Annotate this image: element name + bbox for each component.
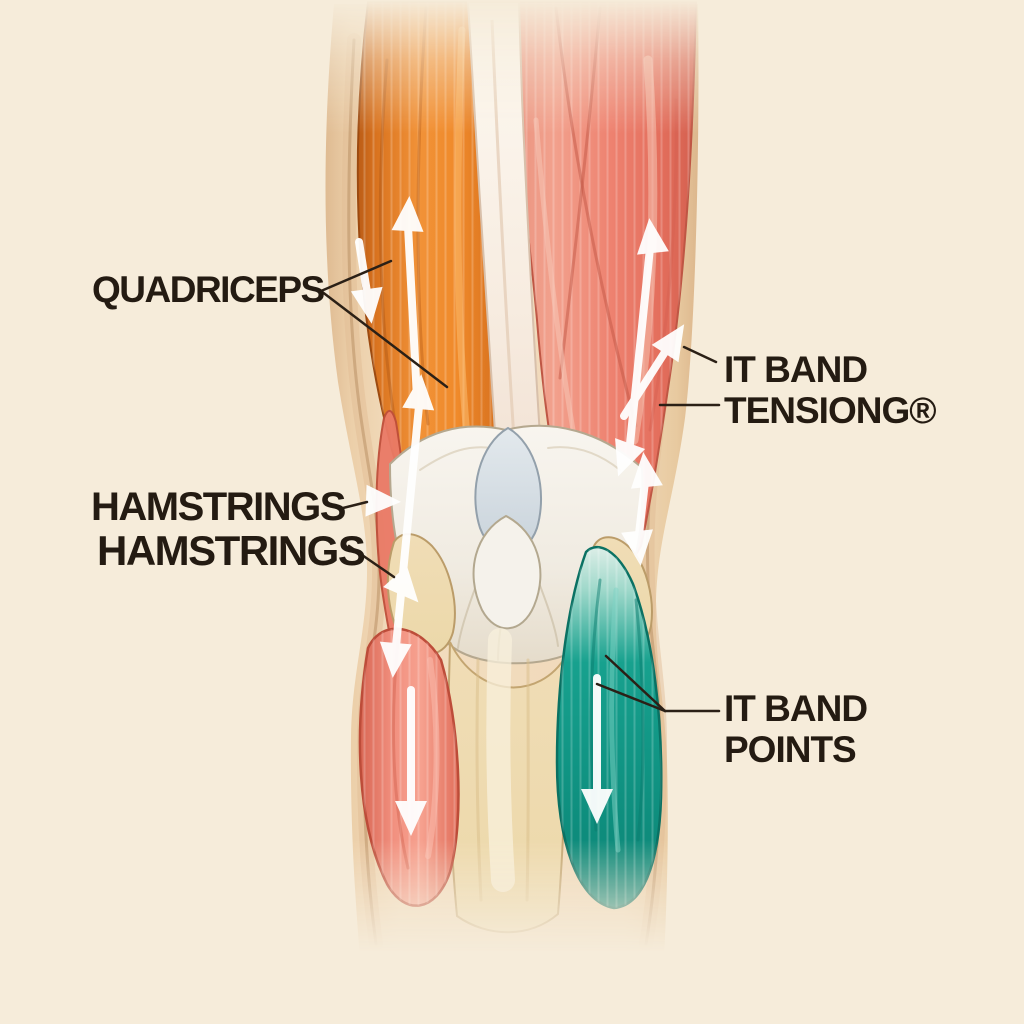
label-quadriceps: QUADRICEPS — [92, 269, 325, 310]
label-hamstrings-upper: HAMSTRINGS — [91, 485, 346, 529]
label-it-band-tension-line2: TENSIONG® — [724, 390, 937, 432]
it-band-points-leader-lower — [595, 682, 667, 713]
tibia-bone — [447, 628, 568, 934]
hamstrings-upper-leader — [341, 500, 369, 510]
quadriceps-leader-lower — [319, 289, 449, 389]
hamstrings-lower-leader — [347, 544, 396, 579]
quadriceps-short-down-arrow-shaft — [355, 238, 371, 296]
hamstring-long-up-arrow-shaft — [626, 244, 654, 448]
quadriceps-long-up-arrow-shaft — [404, 222, 421, 402]
label-it-band-tension-line1: IT BAND — [724, 349, 868, 390]
label-it-band-points: IT BAND POINTS — [724, 688, 868, 771]
label-it-band-tension: IT BAND TENSIONG® — [724, 349, 937, 432]
it-band-small-up-arrow-shaft — [620, 348, 669, 420]
quadriceps-long-up-arrow-shaft2 — [392, 402, 423, 650]
label-it-band-points-line2: POINTS — [724, 729, 857, 771]
leader-lines — [319, 259, 721, 713]
label-hamstrings-lower: HAMSTRINGS — [97, 527, 366, 574]
quadriceps-leader-upper — [319, 259, 393, 293]
knee-double-headed-arrow-shaft — [635, 478, 649, 538]
label-it-band-points-line1: IT BAND — [724, 688, 868, 729]
it-band-points-leader-upper — [604, 654, 667, 713]
direction-arrows — [350, 195, 698, 836]
patella-teardrop — [472, 514, 542, 630]
it-band-tension-leader-upper — [682, 345, 718, 364]
